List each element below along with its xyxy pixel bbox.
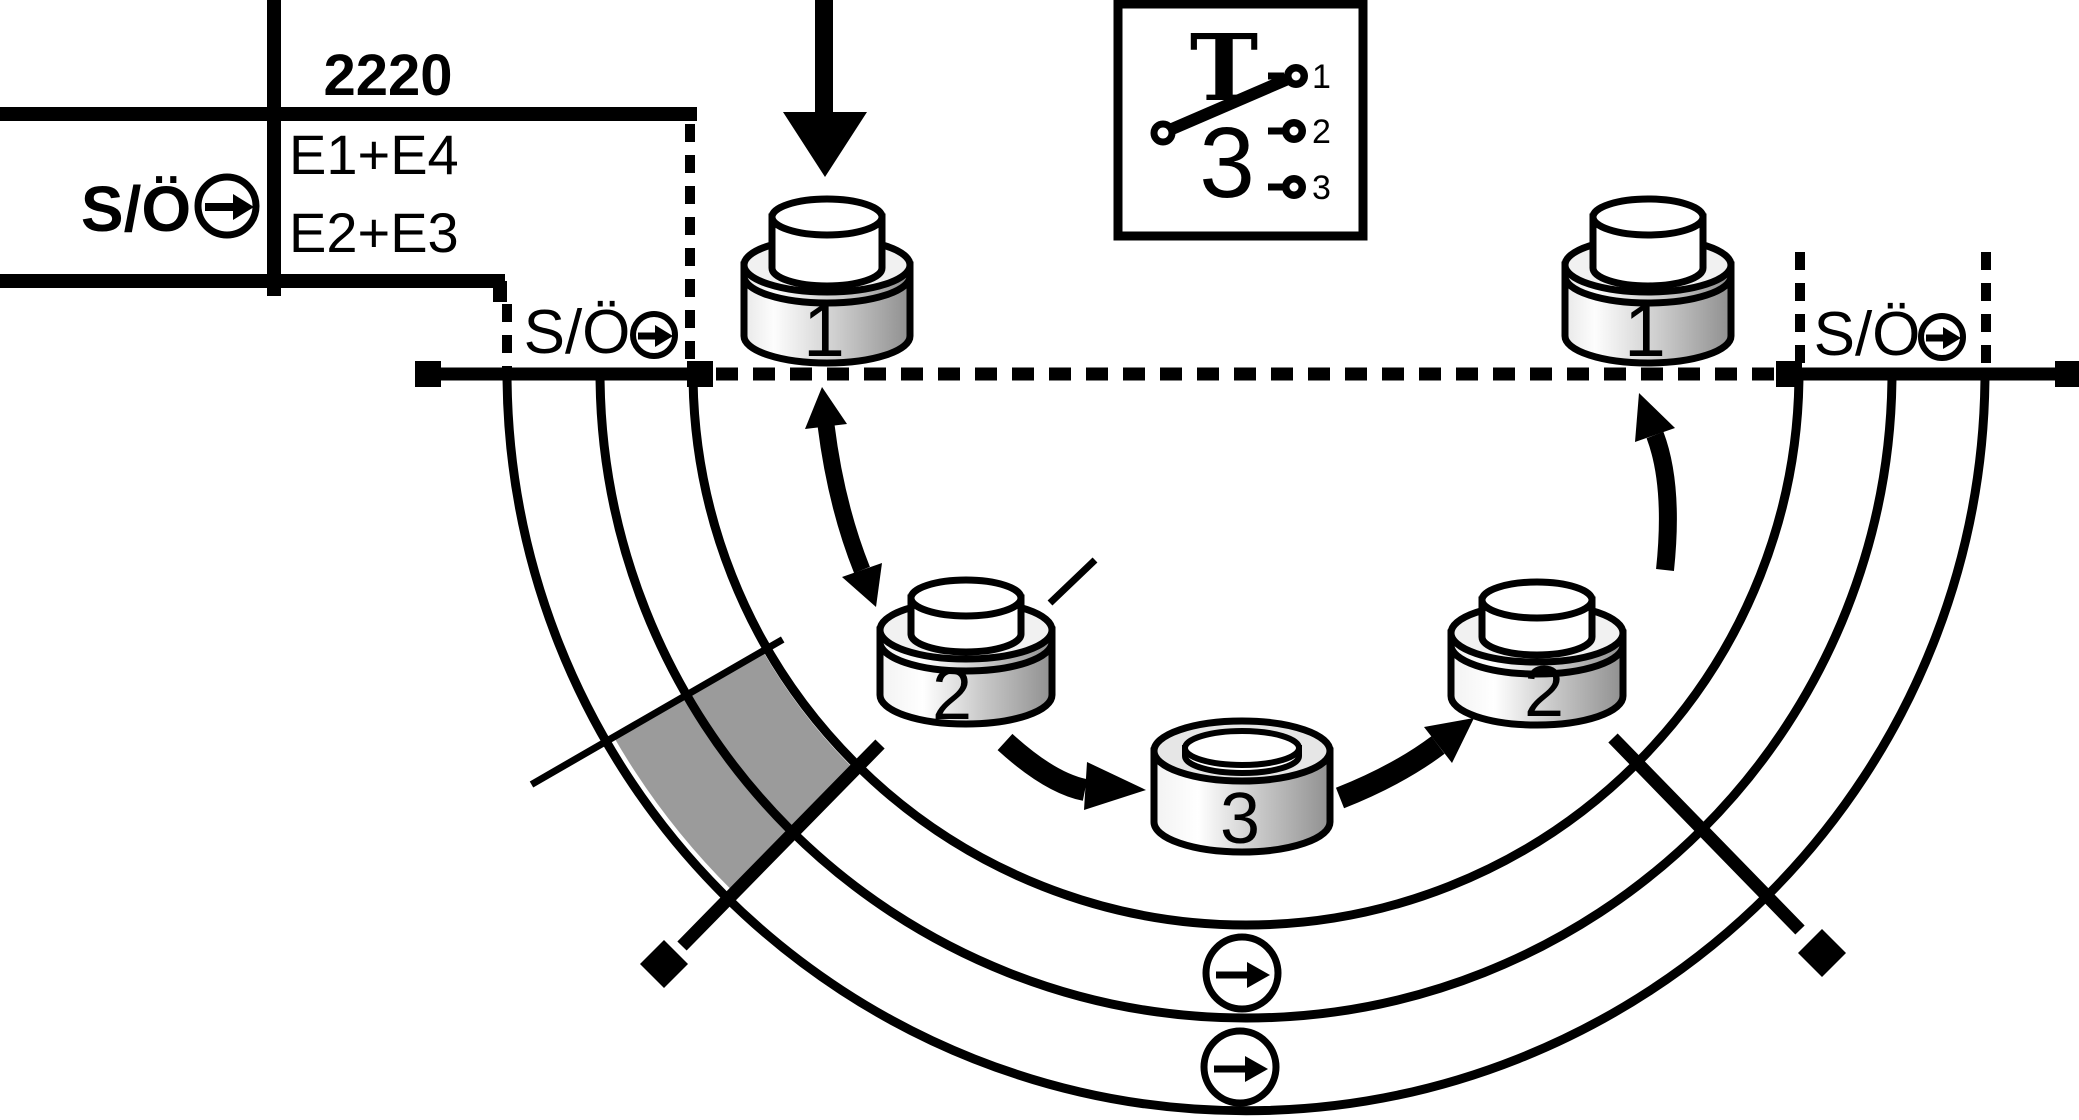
double-arrow-pos1-pos2-left bbox=[805, 387, 882, 607]
rail-right-cap-inner bbox=[1776, 361, 1802, 387]
circled-arrow-icon-table bbox=[194, 173, 260, 239]
lever-pivot bbox=[1150, 120, 1176, 146]
button-pos3-bottom: 3 bbox=[1150, 717, 1334, 859]
arrow-pos2-to-pos3 bbox=[997, 733, 1146, 810]
rail-left-cap-inner bbox=[687, 361, 713, 387]
button-pos1-left: 1 bbox=[740, 195, 914, 372]
switch-symbol-box: T 1 2 3 3 bbox=[1113, 0, 1368, 241]
circled-arrow-icon-track-inner bbox=[1202, 933, 1282, 1013]
symbol-box-border bbox=[1113, 0, 1368, 241]
circled-arrow-icon-right bbox=[1918, 313, 1966, 361]
rotation-direction-icons bbox=[1200, 933, 1282, 1107]
terminal-3: 3 bbox=[1268, 169, 1331, 207]
terminal-1-label: 1 bbox=[1312, 58, 1331, 96]
track-arc-middle bbox=[595, 371, 1897, 1023]
diamond-end-right bbox=[1798, 929, 1846, 977]
arrow-pos3-to-pos2-right bbox=[1335, 718, 1474, 809]
num-positions: 3 bbox=[1199, 107, 1255, 219]
wiring-line1: E1+E4 bbox=[289, 123, 459, 186]
track-arc-inner bbox=[688, 371, 1804, 930]
track-arc-outer bbox=[502, 371, 1990, 1116]
lever-line bbox=[1169, 73, 1291, 135]
pos1-right-number: 1 bbox=[1624, 288, 1666, 372]
arrow-pos2-to-pos1-right bbox=[1635, 393, 1677, 571]
position2-tick-left bbox=[1047, 557, 1098, 606]
rail-right-cap-outer bbox=[2055, 361, 2079, 387]
contact-type-label: S/Ö bbox=[81, 173, 191, 245]
reference-table: 2220 S/Ö E1+E4 E2+E3 bbox=[0, 0, 697, 302]
rail-label-right: S/Ö bbox=[1814, 300, 1966, 369]
pos3-number: 3 bbox=[1220, 779, 1260, 859]
circled-arrow-icon-left bbox=[630, 311, 678, 359]
thick-radial-mark-left bbox=[677, 739, 885, 951]
part-number: 2220 bbox=[323, 43, 452, 108]
press-down-arrow-icon bbox=[783, 0, 867, 177]
thick-radial-mark-right bbox=[1608, 733, 1805, 935]
rail-left-cap-outer bbox=[415, 361, 441, 387]
terminal-2: 2 bbox=[1268, 113, 1331, 151]
rest-position-rails bbox=[415, 361, 2079, 387]
pos2-left-number: 2 bbox=[932, 655, 972, 735]
radial-marks bbox=[529, 557, 1846, 988]
travel-track-arcs bbox=[502, 371, 1990, 1116]
button-pos2-left: 2 bbox=[876, 576, 1056, 735]
button-pos1-right: 1 bbox=[1561, 195, 1735, 372]
diamond-end-left bbox=[640, 940, 688, 988]
button-pos2-right: 2 bbox=[1447, 578, 1627, 732]
terminal-1: 1 bbox=[1268, 58, 1331, 96]
pos1-left-number: 1 bbox=[803, 288, 845, 372]
movement-arrows bbox=[805, 387, 1677, 810]
terminal-3-label: 3 bbox=[1312, 169, 1331, 207]
thin-radial-mark-left bbox=[529, 636, 785, 788]
rail-label-left: S/Ö bbox=[524, 298, 678, 367]
wiring-line2: E2+E3 bbox=[289, 201, 459, 264]
circled-arrow-icon-track-outer bbox=[1200, 1027, 1280, 1107]
terminal-2-label: 2 bbox=[1312, 113, 1331, 151]
rail-label-right-text: S/Ö bbox=[1814, 300, 1921, 369]
dashed-guides bbox=[502, 124, 1991, 368]
pos2-right-number: 2 bbox=[1524, 652, 1564, 732]
rail-label-left-text: S/Ö bbox=[524, 298, 631, 367]
